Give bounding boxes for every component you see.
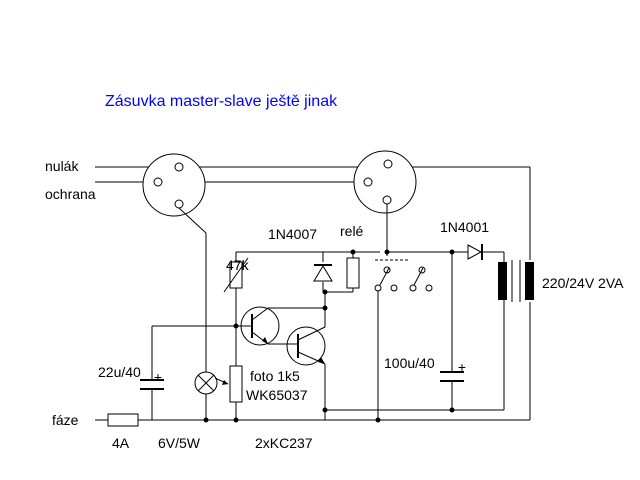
transistor-2 <box>268 326 326 366</box>
diagram-title: Zásuvka master-slave ještě jinak <box>105 93 338 110</box>
label-lamp: 6V/5W <box>158 435 201 451</box>
relay-contacts <box>374 204 433 420</box>
transistor-1 <box>236 306 280 346</box>
transistor-wiring <box>151 251 380 420</box>
fuse <box>107 413 139 427</box>
relay-coil <box>346 257 360 289</box>
lamp <box>194 371 218 395</box>
diode-1n4001 <box>467 244 483 260</box>
label-protective-earth: ochrana <box>45 186 96 202</box>
label-fuse: 4A <box>112 435 130 451</box>
label-transformer: 220/24V 2VA <box>542 275 624 291</box>
label-diode-1n4001: 1N4001 <box>440 219 489 235</box>
junctions <box>203 249 455 423</box>
label-relay: relé <box>340 223 364 239</box>
socket-master <box>142 153 206 217</box>
label-neutral: nulák <box>45 158 79 174</box>
master-wiring <box>178 207 207 420</box>
capacitor-22u <box>140 379 164 390</box>
socket-slave <box>353 150 417 214</box>
photo-resistor <box>214 365 243 403</box>
label-capacitor-large: 100u/40 <box>384 355 435 371</box>
label-phase: fáze <box>52 412 79 428</box>
cap-large-polarity: + <box>458 359 466 375</box>
label-photo-resistor-part: WK65037 <box>246 387 308 403</box>
label-diode-1n4007: 1N4007 <box>268 226 317 242</box>
cap-small-polarity: + <box>154 369 162 385</box>
capacitor-100u <box>440 371 464 382</box>
supply-wiring <box>325 251 505 411</box>
label-capacitor-small: 22u/40 <box>98 364 141 380</box>
diode-1n4007 <box>313 264 333 282</box>
label-resistor-47k: 47k <box>226 257 250 273</box>
label-transistors: 2xKC237 <box>255 435 313 451</box>
transformer <box>498 260 534 302</box>
resistor-47k <box>223 257 249 293</box>
label-photo-resistor-value: foto 1k5 <box>250 368 300 384</box>
